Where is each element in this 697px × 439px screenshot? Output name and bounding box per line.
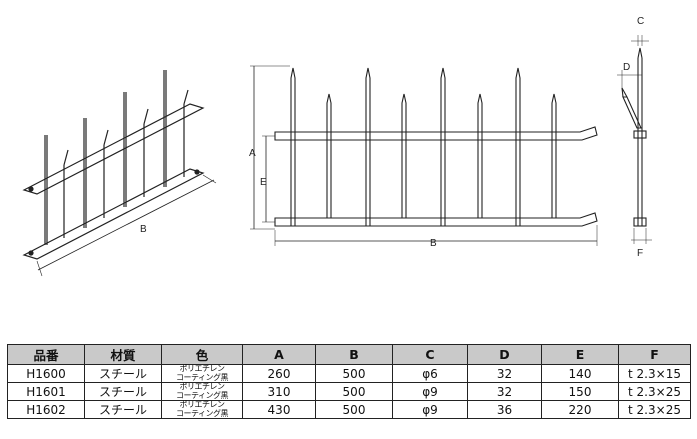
- color-line-1: ポリエチレン: [179, 364, 226, 373]
- cell-e: 220: [541, 400, 619, 419]
- cell-f: t 2.3×25: [618, 400, 691, 419]
- header-c: C: [392, 344, 468, 365]
- cell-d: 32: [467, 364, 542, 383]
- spec-table: 品番 材質 色 A B C D E F H1600 スチール ポリエチレンコーテ…: [7, 344, 691, 419]
- cell-a: 310: [242, 382, 316, 401]
- side-label-c: C: [637, 16, 644, 27]
- cell-f: t 2.3×15: [618, 364, 691, 383]
- header-f: F: [618, 344, 691, 365]
- color-line-2: コーティング黒: [175, 390, 229, 400]
- front-label-b: B: [430, 238, 437, 249]
- cell-a: 260: [242, 364, 316, 383]
- cell-d: 32: [467, 382, 542, 401]
- header-e: E: [541, 344, 619, 365]
- header-b: B: [315, 344, 393, 365]
- cell-b: 500: [315, 400, 393, 419]
- cell-e: 150: [541, 382, 619, 401]
- perspective-label-b: B: [140, 224, 147, 235]
- cell-f: t 2.3×25: [618, 382, 691, 401]
- cell-a: 430: [242, 400, 316, 419]
- cell-material: スチール: [84, 382, 162, 401]
- cell-part-number: H1600: [7, 364, 85, 383]
- header-a: A: [242, 344, 316, 365]
- cell-b: 500: [315, 382, 393, 401]
- cell-e: 140: [541, 364, 619, 383]
- cell-c: φ9: [392, 382, 468, 401]
- cell-c: φ6: [392, 364, 468, 383]
- front-view: [250, 65, 598, 246]
- color-line-2: コーティング黒: [175, 408, 229, 418]
- cell-part-number: H1601: [7, 382, 85, 401]
- side-label-d: D: [623, 62, 630, 73]
- header-part-number: 品番: [7, 344, 85, 365]
- cell-color: ポリエチレンコーティング黒: [161, 400, 243, 419]
- cell-material: スチール: [84, 364, 162, 383]
- color-line-2: コーティング黒: [175, 372, 229, 382]
- perspective-view: [22, 70, 217, 277]
- cell-color: ポリエチレンコーティング黒: [161, 364, 243, 383]
- header-material: 材質: [84, 344, 162, 365]
- cell-d: 36: [467, 400, 542, 419]
- front-label-e: E: [260, 177, 267, 188]
- table-row: H1601 スチール ポリエチレンコーティング黒 310 500 φ9 32 1…: [7, 382, 691, 401]
- side-label-f: F: [637, 248, 643, 259]
- table-row: H1600 スチール ポリエチレンコーティング黒 260 500 φ6 32 1…: [7, 364, 691, 383]
- cell-b: 500: [315, 364, 393, 383]
- cell-material: スチール: [84, 400, 162, 419]
- cell-c: φ9: [392, 400, 468, 419]
- side-view: [617, 35, 652, 244]
- front-label-a: A: [249, 148, 256, 159]
- fence-technical-drawing: B A E B: [22, 16, 652, 277]
- header-d: D: [467, 344, 542, 365]
- table-row: H1602 スチール ポリエチレンコーティング黒 430 500 φ9 36 2…: [7, 400, 691, 419]
- header-color: 色: [161, 344, 243, 365]
- cell-part-number: H1602: [7, 400, 85, 419]
- table-header-row: 品番 材質 色 A B C D E F: [7, 344, 691, 365]
- cell-color: ポリエチレンコーティング黒: [161, 382, 243, 401]
- color-line-1: ポリエチレン: [179, 382, 226, 391]
- color-line-1: ポリエチレン: [179, 400, 226, 409]
